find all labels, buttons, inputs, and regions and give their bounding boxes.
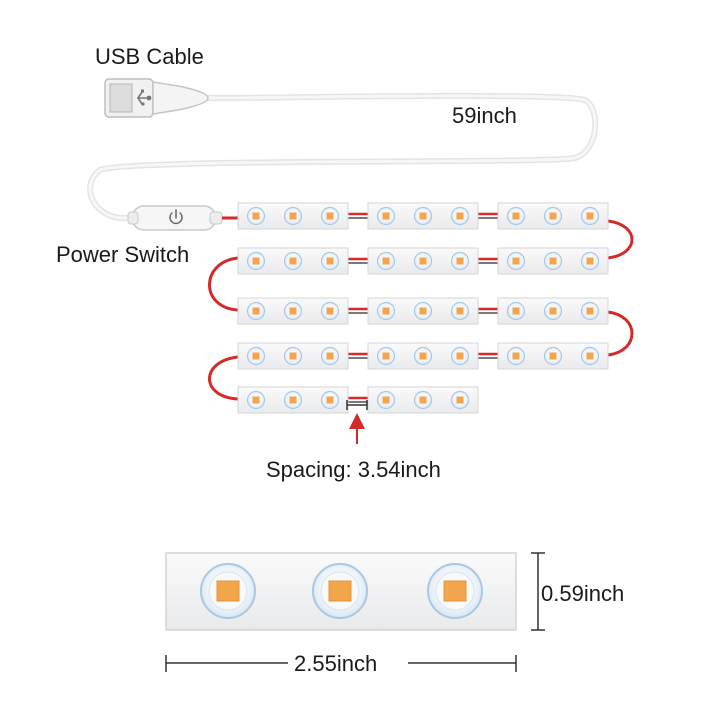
led-chip <box>506 301 526 321</box>
led-chip <box>450 346 470 366</box>
led-module <box>497 247 609 275</box>
led-chip <box>543 251 563 271</box>
led-chip <box>506 206 526 226</box>
led-chip <box>580 301 600 321</box>
led-chip <box>413 206 433 226</box>
led-chip <box>246 346 266 366</box>
led-chip <box>450 301 470 321</box>
led-chip <box>506 251 526 271</box>
led-module <box>237 247 349 275</box>
height-dimension <box>531 552 545 631</box>
power-switch[interactable] <box>127 205 238 231</box>
led-chip <box>413 390 433 410</box>
led-module <box>237 202 349 230</box>
led-chip <box>543 346 563 366</box>
led-chip <box>450 390 470 410</box>
led-chip-large <box>200 563 256 619</box>
spacing-marker <box>346 400 368 444</box>
led-chip <box>283 346 303 366</box>
led-strip <box>208 202 634 414</box>
led-module <box>497 297 609 325</box>
led-chip <box>580 251 600 271</box>
width-dimension <box>165 655 517 672</box>
led-module <box>237 297 349 325</box>
led-module <box>367 247 479 275</box>
led-module <box>367 342 479 370</box>
led-chip <box>376 251 396 271</box>
module-width-label: 2.55inch <box>294 651 377 676</box>
led-chip <box>246 390 266 410</box>
led-chip <box>543 206 563 226</box>
led-chip <box>320 390 340 410</box>
led-chip <box>543 301 563 321</box>
led-chip <box>320 346 340 366</box>
led-chip <box>413 251 433 271</box>
usb-cable-label: USB Cable <box>95 44 204 69</box>
connecting-wire <box>607 219 634 260</box>
led-chip <box>283 301 303 321</box>
cable-length-label: 59inch <box>452 103 517 128</box>
led-chip <box>376 301 396 321</box>
usb-cable <box>87 78 599 231</box>
usb-plug-icon <box>104 78 209 118</box>
led-chip <box>506 346 526 366</box>
led-module <box>497 202 609 230</box>
led-module <box>367 202 479 230</box>
led-chip <box>376 346 396 366</box>
cable-wire <box>87 92 599 221</box>
led-chip <box>580 346 600 366</box>
led-chip <box>246 206 266 226</box>
led-chip <box>580 206 600 226</box>
power-switch-label: Power Switch <box>56 242 189 267</box>
connecting-wire <box>208 355 239 401</box>
led-chip-large <box>427 563 483 619</box>
power-icon <box>169 209 183 225</box>
connecting-wire <box>208 256 239 312</box>
led-module <box>367 297 479 325</box>
led-chip <box>376 206 396 226</box>
module-height-label: 0.59inch <box>541 581 624 606</box>
led-chip <box>413 346 433 366</box>
led-chip <box>320 301 340 321</box>
led-chip <box>450 251 470 271</box>
led-module <box>367 386 479 414</box>
spacing-label: Spacing: 3.54inch <box>266 457 441 482</box>
led-module <box>237 386 349 414</box>
led-module <box>237 342 349 370</box>
led-chip <box>283 206 303 226</box>
led-chip <box>246 251 266 271</box>
led-chip <box>376 390 396 410</box>
led-chip <box>283 390 303 410</box>
led-module <box>497 342 609 370</box>
led-chip <box>413 301 433 321</box>
led-chip <box>283 251 303 271</box>
led-chip-large <box>312 563 368 619</box>
connecting-wire <box>607 310 634 357</box>
module-closeup <box>165 552 517 631</box>
led-chip <box>450 206 470 226</box>
led-chip <box>246 301 266 321</box>
led-chip <box>320 251 340 271</box>
led-chip <box>320 206 340 226</box>
